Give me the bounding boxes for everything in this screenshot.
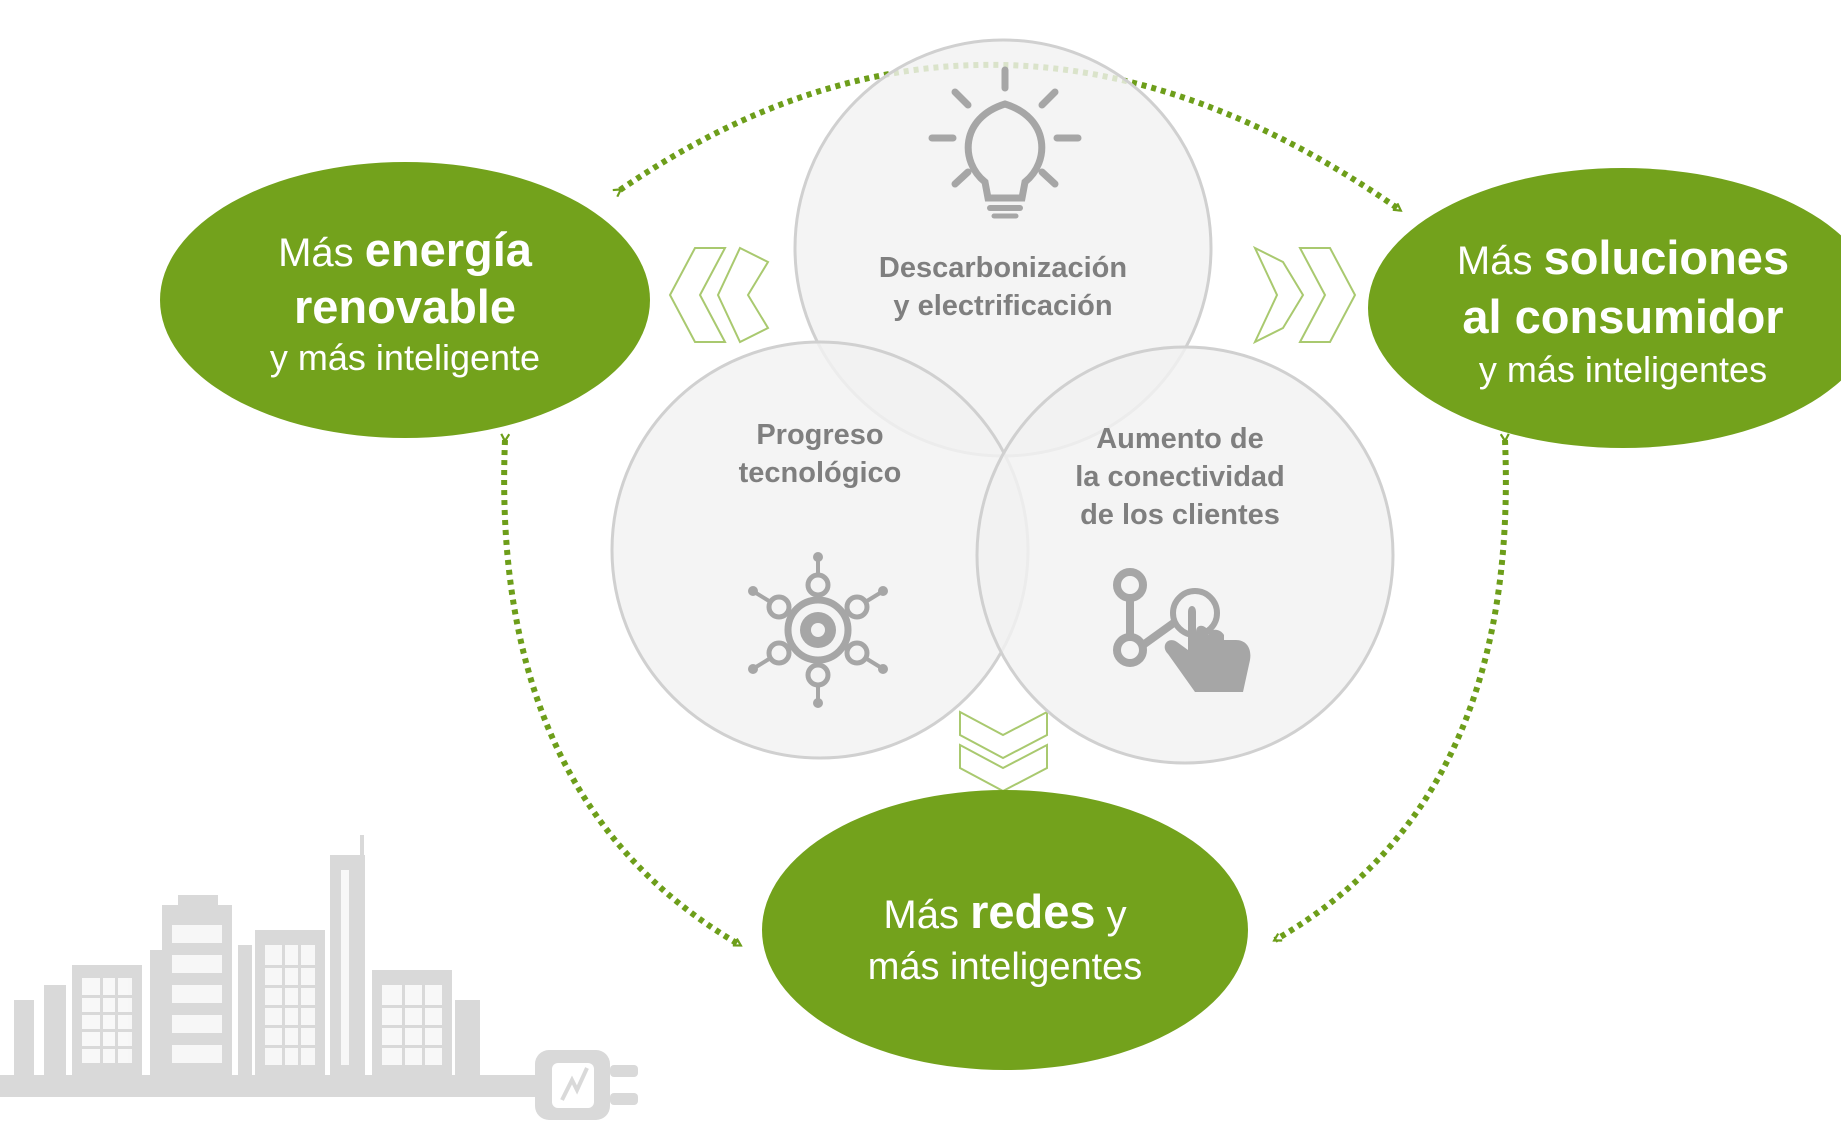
touch-connection-icon (1113, 568, 1251, 692)
consumer-bold1: soluciones (1543, 231, 1790, 284)
arrow-renewable-grids (504, 440, 740, 948)
label-connectivity-line1: Aumento de (1096, 423, 1264, 455)
lightbulb-icon (928, 66, 1082, 219)
grids-post: más inteligentes (867, 946, 1143, 988)
renewable-post: y más inteligente (269, 337, 541, 378)
chevron-down-icon (959, 710, 1048, 793)
label-tech-line1: Progreso (756, 419, 884, 451)
grids-mid: y (1095, 893, 1127, 937)
grids-pre: Más (883, 893, 971, 937)
chevron-left-icon (668, 246, 770, 344)
oval-consumer (1368, 168, 1841, 448)
circle-connectivity (975, 345, 1395, 765)
electric-plug-icon (535, 1050, 638, 1120)
oval-renewable-text: Más energía renovable y más inteligente (225, 224, 585, 381)
consumer-bold2: al consumidor (1462, 290, 1784, 343)
consumer-pre: Más (1456, 239, 1544, 283)
oval-grids-text: Más redes y más inteligentes (815, 884, 1195, 991)
oval-grids (762, 790, 1248, 1070)
label-tech: Progreso tecnológico (670, 416, 970, 492)
label-tech-line2: tecnológico (738, 457, 902, 489)
chevron-right-icon (1252, 245, 1357, 345)
oval-consumer-text: Más soluciones al consumidor y más intel… (1403, 232, 1841, 393)
label-connectivity-line3: de los clientes (1080, 499, 1280, 531)
renewable-bold2: renovable (293, 280, 517, 333)
label-decarbonization-line2: y electrificación (893, 290, 1113, 322)
driver-circles (610, 38, 1395, 765)
renewable-bold1: energía (364, 223, 532, 276)
grids-bold: redes (970, 885, 1096, 938)
network-hub-icon (748, 552, 888, 708)
oval-renewable (160, 162, 650, 438)
label-decarbonization: Descarbonización y electrificación (803, 249, 1203, 325)
label-decarbonization-line1: Descarbonización (878, 252, 1128, 284)
city-skyline-icon (0, 835, 560, 1097)
renewable-pre: Más (278, 231, 365, 275)
arrow-consumer-grids (1275, 440, 1506, 943)
label-connectivity: Aumento de la conectividad de los client… (1030, 420, 1330, 534)
consumer-post: y más inteligentes (1478, 349, 1768, 390)
label-connectivity-line2: la conectividad (1075, 461, 1285, 493)
